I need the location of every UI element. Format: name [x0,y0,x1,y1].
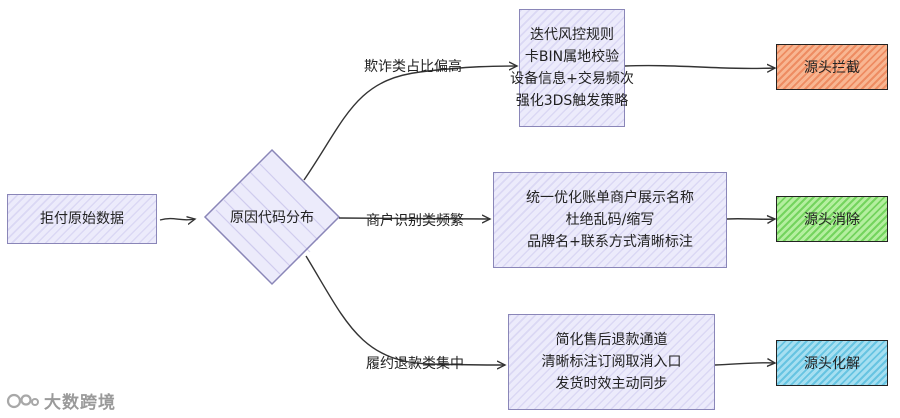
action-line: 卡BIN属地校验 [524,49,620,65]
edge-actions-to-result-1 [624,66,775,69]
edge-label-refund: 履约退款类集中 [366,356,464,372]
watermark: 大数跨境 [6,388,116,413]
action-line: 发货时效主动同步 [555,376,668,392]
result-label: 源头消除 [804,212,860,228]
watermark-text: 大数跨境 [44,393,116,413]
watermark-logo-icon [6,393,39,408]
edge-decision-to-merchant [338,218,490,219]
edge-label-fraud: 欺诈类占比偏高 [364,59,462,75]
action-line: 杜绝乱码/缩写 [565,212,655,228]
result-node-eliminate: 源头消除 [776,196,888,242]
action-line: 简化售后退款通道 [555,332,668,348]
action-line: 统一优化账单商户展示名称 [526,190,694,206]
result-node-resolve: 源头化解 [776,340,888,386]
edge-decision-to-fraud [303,66,517,181]
result-label: 源头化解 [804,356,860,372]
result-label: 源头拦截 [804,60,860,76]
action-box-fraud: 迭代风控规则 卡BIN属地校验 设备信息+交易频次 强化3DS触发策略 [510,9,634,127]
action-line: 品牌名+联系方式清晰标注 [527,234,693,250]
start-node: 拒付原始数据 [7,194,157,244]
decision-label: 原因代码分布 [230,210,314,226]
action-line: 清晰标注订阅取消入口 [541,354,682,370]
action-line: 迭代风控规则 [530,27,614,43]
action-line: 设备信息+交易频次 [510,71,634,87]
edge-label-merchant: 商户识别类频繁 [366,213,464,229]
result-node-intercept: 源头拦截 [776,44,888,90]
decision-diamond [203,148,341,286]
start-node-label: 拒付原始数据 [40,211,124,227]
action-line: 强化3DS触发策略 [515,93,629,109]
edge-actions-to-result-3 [714,363,775,365]
action-box-refund: 简化售后退款通道 清晰标注订阅取消入口 发货时效主动同步 [508,314,715,410]
edge-decision-to-refund [305,255,505,365]
edge-actions-to-result-2 [726,219,775,220]
action-box-merchant: 统一优化账单商户展示名称 杜绝乱码/缩写 品牌名+联系方式清晰标注 [493,172,727,268]
edge-start-to-decision [159,219,195,220]
